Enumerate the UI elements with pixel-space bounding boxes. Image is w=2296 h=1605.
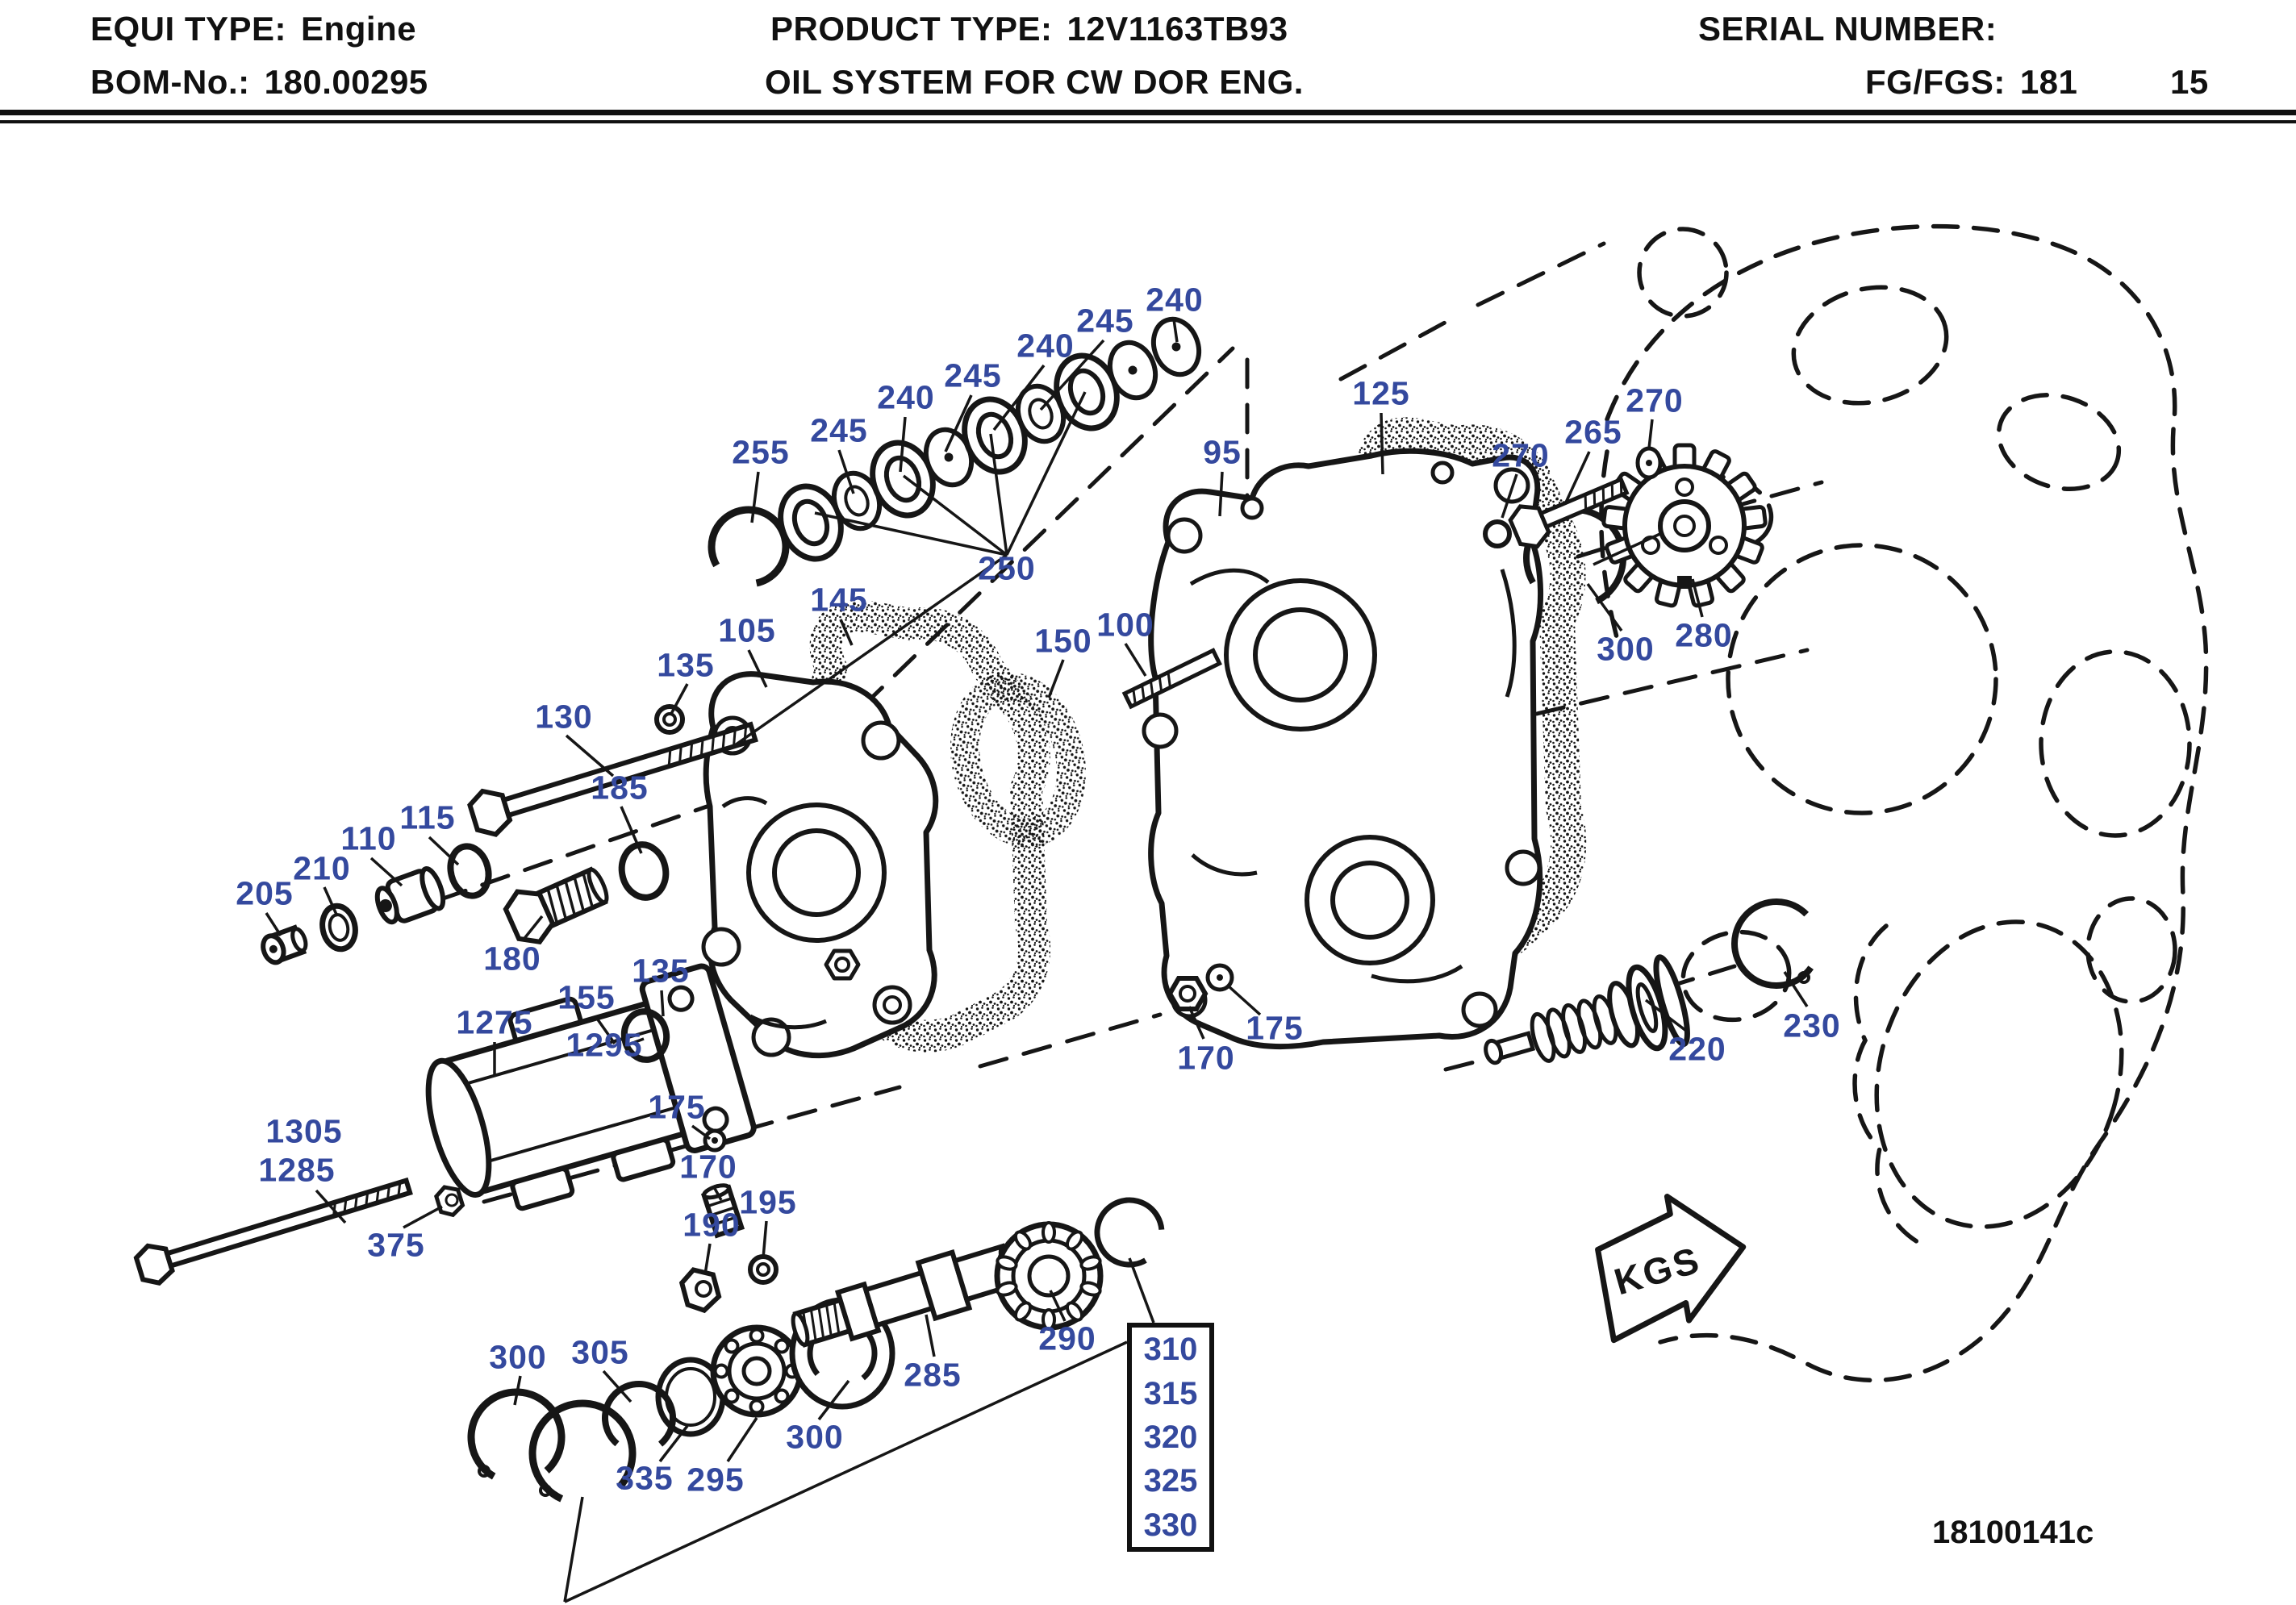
part-bolt-100 (1121, 648, 1222, 710)
product-type-value: 12V1163TB93 (1067, 10, 1288, 48)
part-oring-185 (618, 841, 670, 901)
part-pin-175 (703, 1128, 727, 1153)
part-nut-375 (434, 1185, 465, 1218)
part-fitting-110 (374, 866, 446, 925)
bom-no: BOM-No.: 180.00295 (90, 63, 428, 102)
part-plug-205 (261, 924, 308, 965)
part-oring-270-left (1483, 519, 1512, 548)
part-bearing-290 (994, 1221, 1104, 1331)
part-chain-240-255 (708, 316, 1202, 588)
part-nut-170 (1167, 963, 1234, 1011)
part-washer-195 (748, 1254, 779, 1285)
serial-number-label: SERIAL NUMBER: (1698, 10, 1998, 48)
product-subtitle: OIL SYSTEM FOR CW DOR ENG. (765, 63, 1304, 101)
part-plug-180 (503, 866, 609, 944)
ref-box-item-315: 315 (1143, 1375, 1198, 1411)
ref-box-item-310: 310 (1143, 1332, 1198, 1368)
engine-block-outline (1599, 223, 2209, 1383)
part-ring-310-group (1094, 1197, 1165, 1268)
part-gasket-150 (950, 672, 1086, 848)
part-gear-280 (1601, 443, 1768, 608)
equi-type: EQUI TYPE: Engine (90, 10, 416, 48)
bom-value: 180.00295 (264, 63, 428, 101)
fg-value: 181 (2019, 63, 2078, 101)
leader-lines (265, 319, 1809, 1603)
part-plug-170 (700, 1183, 745, 1239)
equi-type-label: EQUI TYPE: (90, 10, 287, 48)
kgs-arrow: KGS (1595, 1194, 1747, 1344)
ref-box-item-330: 330 (1143, 1507, 1198, 1543)
bom-label: BOM-No.: (90, 63, 250, 101)
part-snapring-300-left (467, 1388, 637, 1507)
fg-fgs: FG/FGS: 181 (1865, 63, 2077, 102)
header-rule-thin (0, 120, 2296, 123)
ref-box-item-325: 325 (1143, 1463, 1198, 1499)
part-valve-220 (1484, 954, 1690, 1065)
part-shaft-285 (791, 1243, 1019, 1348)
product-type: PRODUCT TYPE: 12V1163TB93 (770, 10, 1288, 48)
part-washer-270-right (1635, 446, 1663, 480)
part-oring-1295 (620, 1008, 670, 1063)
part-snapring-230 (1731, 898, 1822, 989)
part-bearing-295 (710, 1324, 804, 1418)
part-ring-210 (319, 903, 358, 953)
part-washer-135-top (654, 704, 685, 735)
part-bolt-265 (1508, 477, 1630, 549)
part-oring-115 (447, 843, 492, 899)
reference-box: 310 315 320 325 330 (1127, 1323, 1214, 1552)
part-pump-1275 (425, 963, 757, 1211)
page-number: 15 (2170, 63, 2209, 101)
fg-label: FG/FGS: (1865, 63, 2006, 101)
ref-box-item-320: 320 (1143, 1419, 1198, 1455)
part-plug-190 (678, 1267, 722, 1314)
header-rule-thick (0, 110, 2296, 115)
product-type-label: PRODUCT TYPE: (770, 10, 1053, 48)
part-housing-95 (1142, 448, 1543, 1050)
drawing-number: 18100141c (1932, 1515, 2094, 1550)
part-stud-1285 (133, 1177, 413, 1286)
equi-type-value: Engine (301, 10, 417, 48)
